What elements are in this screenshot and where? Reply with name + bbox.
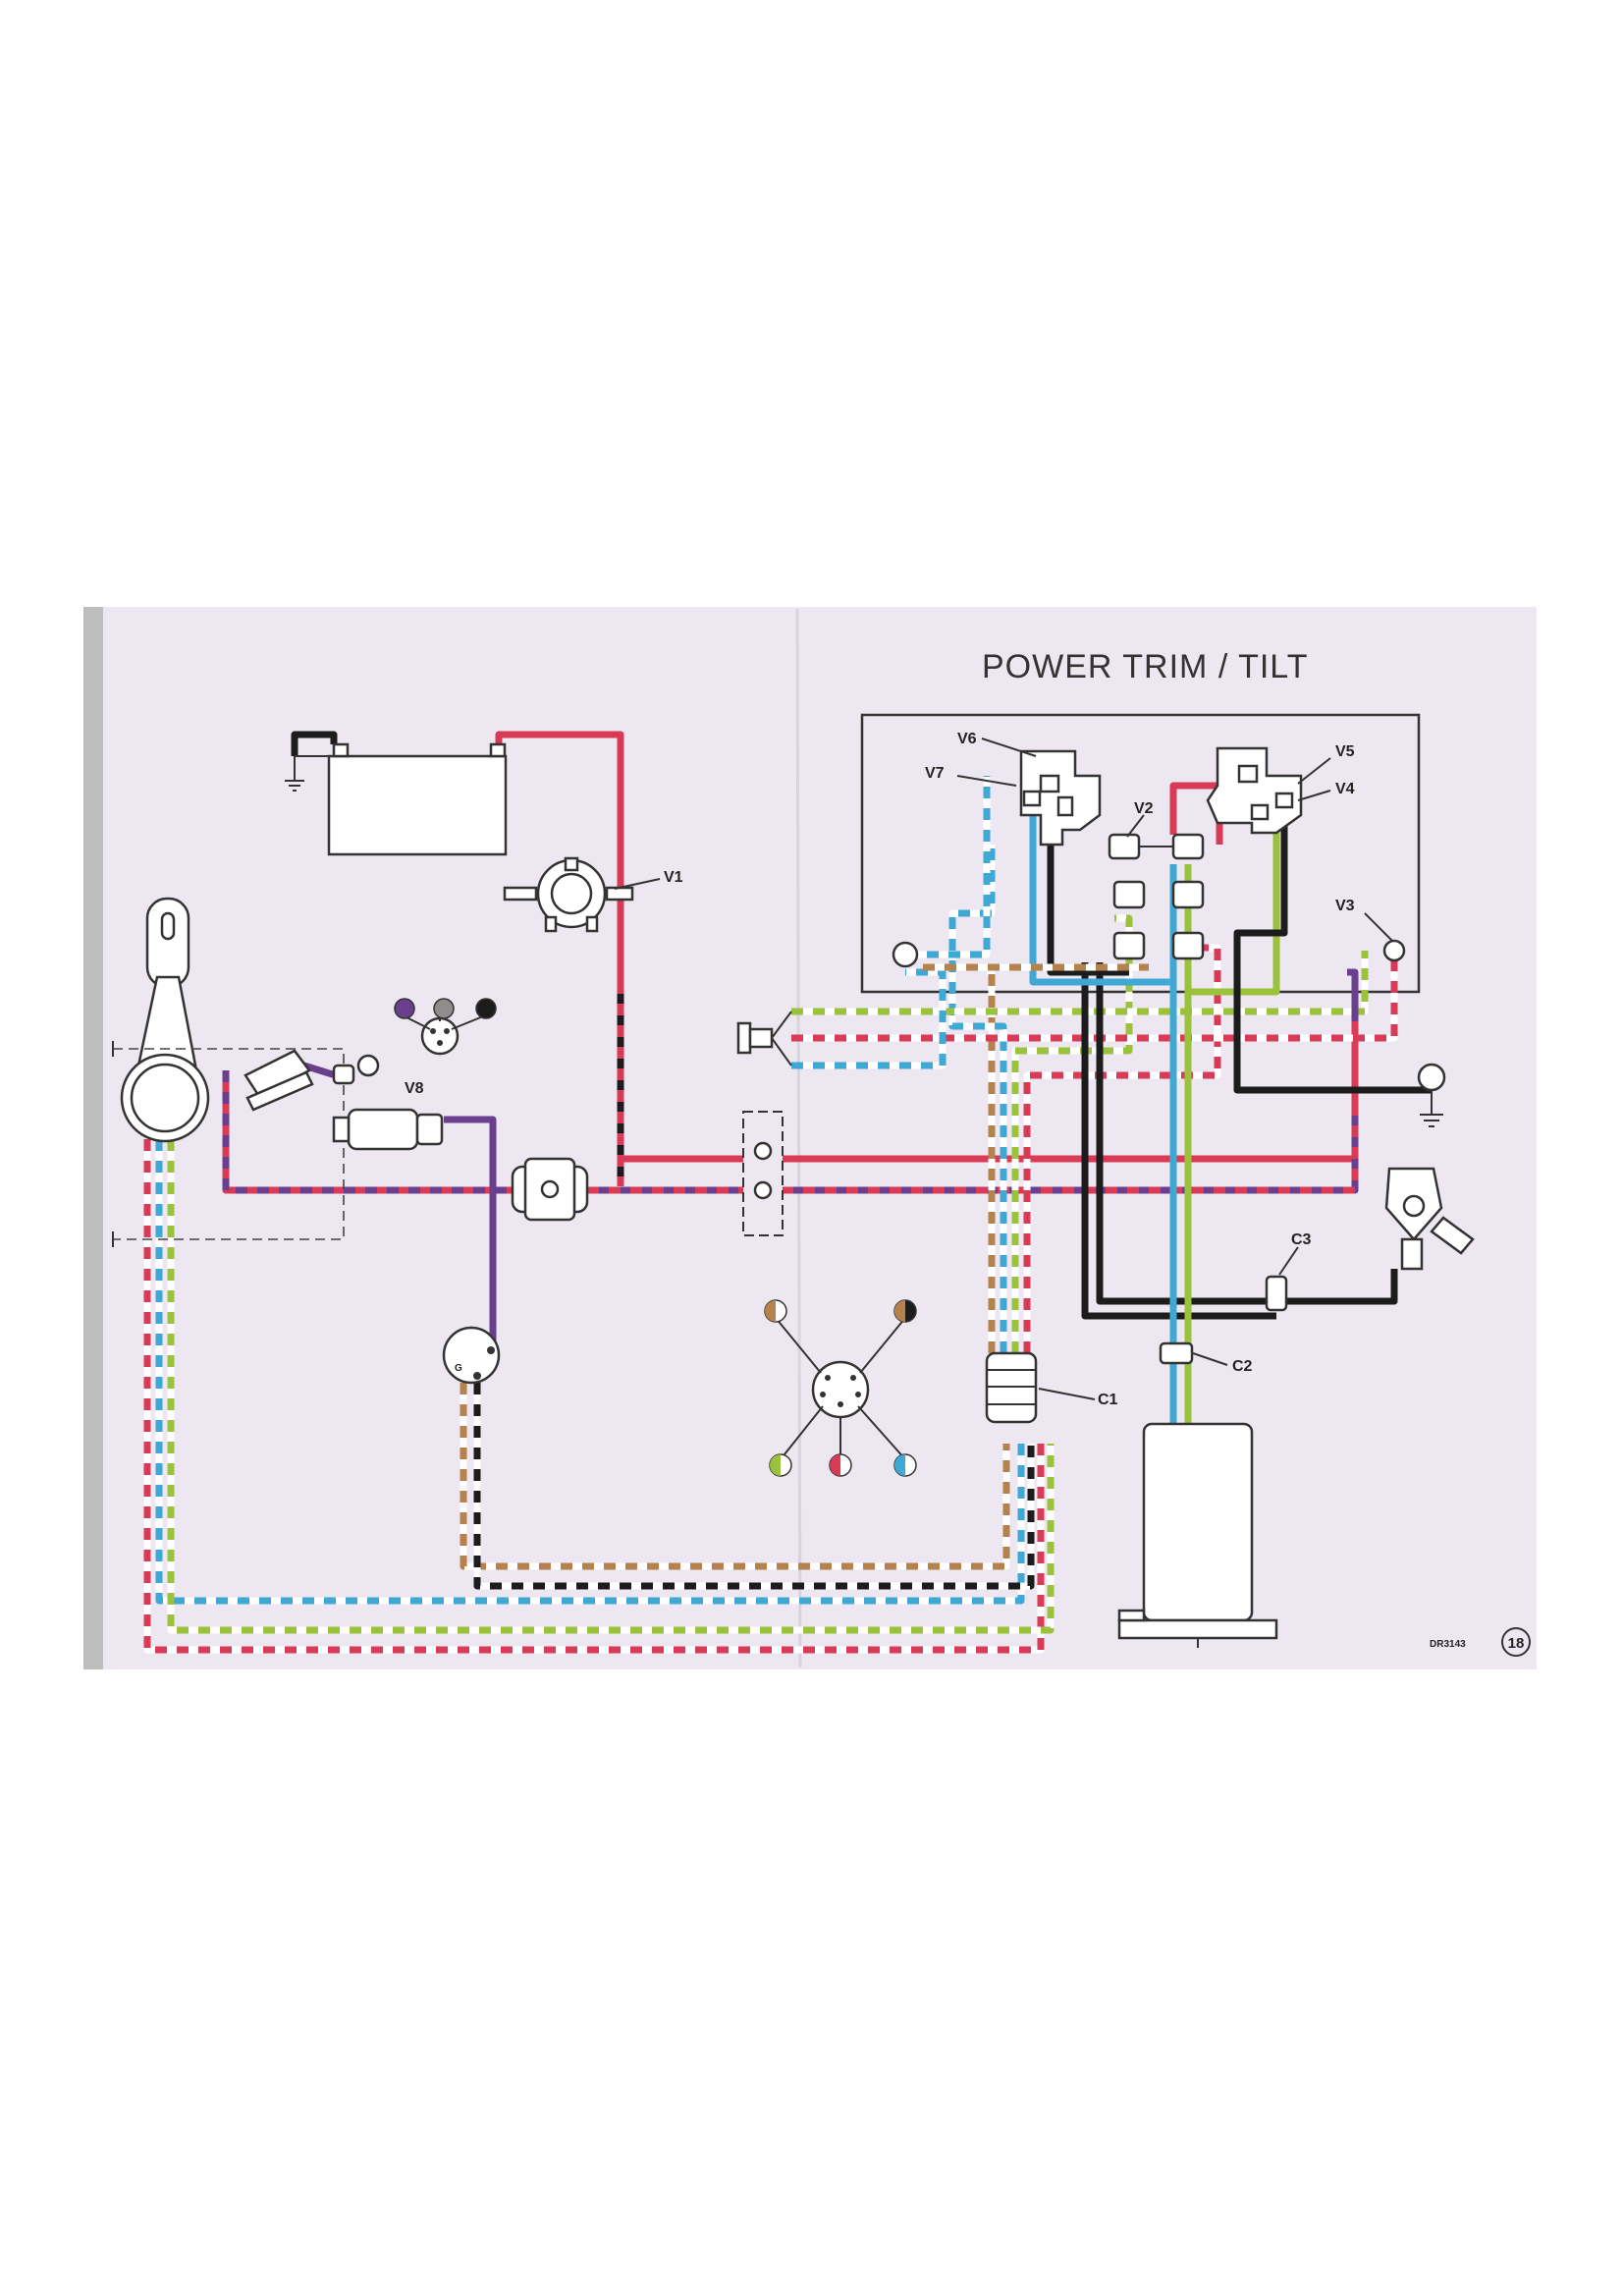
wire-relay-green-1 xyxy=(1188,815,1280,996)
wire-relay-blue-1 xyxy=(1029,815,1173,986)
wire-lever-loop-purple-red xyxy=(222,1070,513,1194)
trim-tilt-motor xyxy=(1117,1422,1278,1648)
wire-layer xyxy=(143,731,1432,1654)
v8-black-dot xyxy=(475,998,497,1019)
paper-shadow-strip xyxy=(83,607,103,1669)
wire-purple-right xyxy=(1347,968,1359,1021)
wire-harness-up-4 xyxy=(1023,944,1221,1353)
label-v5: V5 xyxy=(1335,743,1355,760)
wire-box-black-main xyxy=(1081,962,1276,1320)
v8-gray-dot xyxy=(433,998,455,1019)
box-left-terminal xyxy=(892,941,919,968)
remote-control-lever xyxy=(120,897,210,1143)
label-v8: V8 xyxy=(405,1080,424,1097)
pin-dot-brown-white xyxy=(764,1299,787,1323)
wire-battery-negative xyxy=(291,731,338,756)
inline-fuse-holder xyxy=(511,1157,589,1222)
pin-dot-brown-black xyxy=(893,1299,917,1323)
terminal-strip xyxy=(1108,833,1205,960)
wire-harness-up-1 xyxy=(987,968,996,1353)
gauge-plug xyxy=(736,1011,792,1066)
pin-dot-green-white xyxy=(769,1453,792,1477)
wire-harness-blue-white-left xyxy=(155,1139,1025,1605)
wire-relay-black-2 xyxy=(1233,815,1432,1094)
pin-dot-red-white xyxy=(829,1453,852,1477)
ground-terminal-right xyxy=(1417,1063,1446,1127)
terminal-screw-bottom xyxy=(753,1180,773,1200)
label-c1: C1 xyxy=(1098,1392,1118,1408)
wire-box-black-2 xyxy=(1096,962,1398,1305)
c3-connector xyxy=(1265,1275,1288,1312)
pin-dot-blue-white xyxy=(893,1453,917,1477)
c2-connector xyxy=(1159,1341,1194,1365)
battery xyxy=(285,742,508,856)
starter-solenoid xyxy=(503,856,634,933)
trim-sender xyxy=(1384,1167,1475,1271)
page-fold xyxy=(795,608,802,1668)
wire-gauge-red-white xyxy=(791,960,1398,1042)
drawing-code: DR3143 xyxy=(1430,1639,1466,1650)
wire-fuse-to-right xyxy=(587,1110,1359,1194)
label-v4: V4 xyxy=(1335,781,1355,797)
label-v3: V3 xyxy=(1335,898,1355,914)
wire-harness-up-3 xyxy=(1011,914,1133,1353)
relay-up xyxy=(1206,746,1303,835)
leader-lines xyxy=(614,738,1393,1400)
wire-gauge-blue-white xyxy=(791,968,947,1069)
v3-terminal xyxy=(1382,939,1406,962)
control-housing-outline xyxy=(113,1048,345,1240)
control-box-outline xyxy=(860,713,1421,994)
label-v7: V7 xyxy=(925,765,945,782)
label-v6: V6 xyxy=(957,731,977,747)
terminal-screw-top xyxy=(753,1141,773,1161)
label-c2: C2 xyxy=(1232,1358,1253,1375)
wire-harness-green-white-left xyxy=(167,1139,1055,1634)
ignition-switch: G xyxy=(442,1326,501,1385)
terminal-block xyxy=(742,1111,784,1236)
c1-harness-connector xyxy=(985,1351,1038,1424)
wire-harness-red-white-left xyxy=(143,1139,1045,1654)
wire-relay-black-1 xyxy=(1047,845,1129,976)
diagram-title: POWER TRIM / TILT xyxy=(982,648,1308,685)
trim-switch xyxy=(243,1049,380,1112)
v8-purple-dot xyxy=(394,998,415,1019)
page-number-badge xyxy=(1501,1627,1531,1657)
page-number: 18 xyxy=(1508,1635,1525,1652)
ignition-pin-g: G xyxy=(455,1363,462,1374)
label-v2: V2 xyxy=(1134,800,1154,817)
lever-connector xyxy=(332,1108,444,1151)
v8-connector-detail xyxy=(394,998,497,1056)
label-c3: C3 xyxy=(1291,1231,1312,1248)
wire-left-blue-white-box xyxy=(905,776,991,958)
wire-ignition-black-white xyxy=(473,1383,1035,1590)
wire-gauge-green-white xyxy=(791,951,1369,1015)
relay-pinout-detail xyxy=(764,1299,917,1477)
label-v1: V1 xyxy=(664,869,683,886)
wire-ignition-brown-white xyxy=(460,1383,1010,1570)
relay-down xyxy=(1019,749,1102,847)
